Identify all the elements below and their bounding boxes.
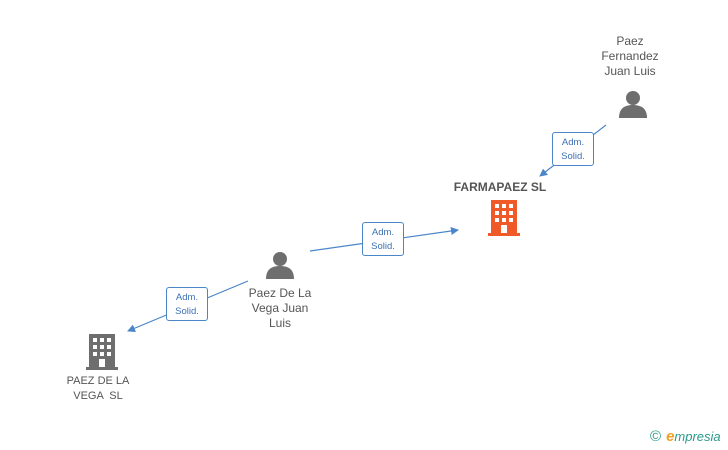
node-label-line: PAEZ DE LA: [66, 375, 130, 387]
edge-label-line: Solid.: [561, 151, 585, 162]
node-label-paez-fernandez[interactable]: Paez Fernandez Juan Luis: [580, 34, 680, 79]
node-label-paez-de-la-vega-person[interactable]: Paez De La Vega Juan Luis: [230, 286, 330, 331]
copyright-icon: ©: [650, 428, 662, 445]
node-label-line: Paez: [616, 34, 644, 48]
node-label-line: Paez De La: [248, 286, 312, 300]
brand-name: mpresia: [674, 429, 721, 444]
node-label-line: VEGA SL: [73, 390, 123, 402]
edge-label-line: Solid.: [371, 241, 395, 252]
edge-label-line: Solid.: [175, 306, 199, 317]
node-label-line: Luis: [268, 316, 291, 330]
empresia-logo[interactable]: ©empresia: [650, 428, 721, 448]
node-label-paez-de-la-vega-company[interactable]: PAEZ DE LA VEGA SL: [48, 374, 148, 404]
node-label-line: Vega Juan: [251, 301, 309, 315]
person-icon[interactable]: [265, 251, 295, 279]
edge-label-line: Adm.: [175, 292, 199, 303]
edge-label-line: Adm.: [561, 137, 585, 148]
node-label-line: Fernandez: [601, 49, 659, 63]
brand-initial: e: [666, 428, 675, 445]
edge-label-fernandez-to-farmapaez[interactable]: Adm. Solid.: [552, 132, 594, 166]
building-icon[interactable]: [86, 334, 118, 370]
edge-label-person-to-farmapaez[interactable]: Adm. Solid.: [362, 222, 404, 256]
edge-label-line: Adm.: [371, 227, 395, 238]
edge-label-person-to-company[interactable]: Adm. Solid.: [166, 287, 208, 321]
person-icon[interactable]: [618, 90, 648, 118]
building-icon[interactable]: [488, 200, 520, 236]
node-label-line: Juan Luis: [604, 64, 656, 78]
node-label-farmapaez[interactable]: FARMAPAEZ SL: [453, 180, 547, 194]
